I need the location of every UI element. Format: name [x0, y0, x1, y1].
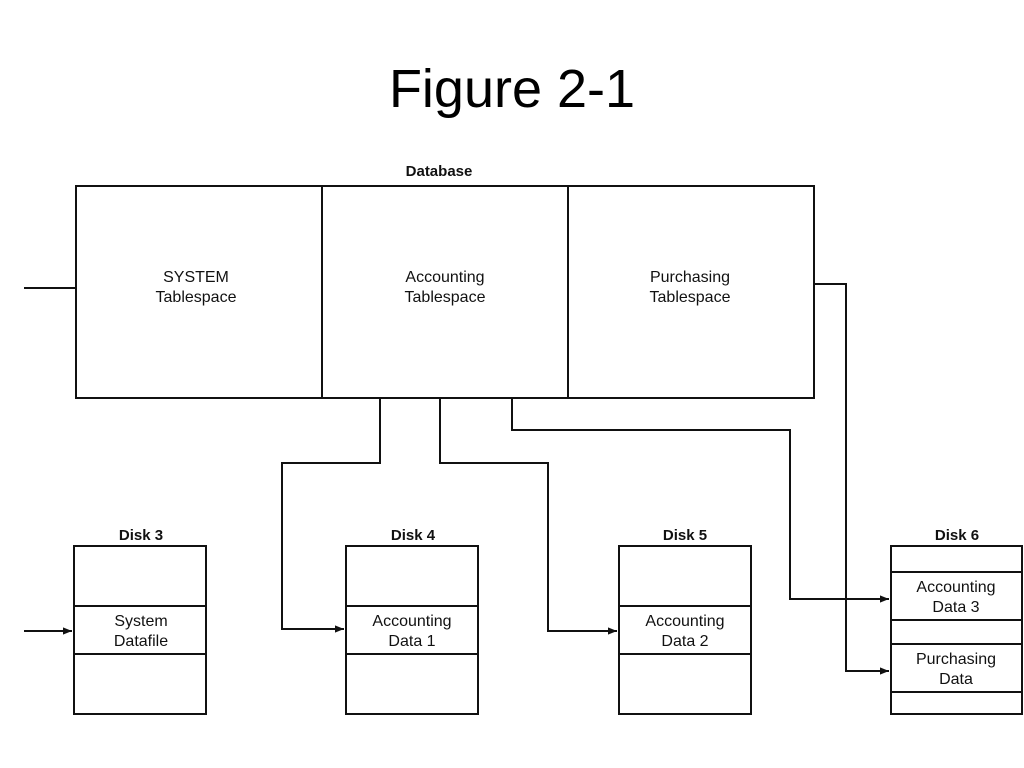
svg-text:System: System	[114, 613, 167, 630]
disk-4-box	[345, 545, 479, 715]
tablespace-purchasing: Purchasing Tablespace	[650, 269, 731, 306]
tablespace-system: SYSTEM Tablespace	[156, 269, 237, 306]
svg-text:Data: Data	[939, 671, 973, 688]
connector-accounting-data-3	[511, 398, 889, 603]
disk-3-label: Disk 3	[119, 527, 163, 544]
connector-accounting-data-1	[281, 398, 381, 633]
svg-text:Tablespace: Tablespace	[405, 289, 486, 306]
disk-6-box	[890, 545, 1023, 715]
disk-5-label: Disk 5	[663, 527, 707, 544]
svg-text:Datafile: Datafile	[114, 633, 168, 650]
svg-text:Accounting: Accounting	[916, 579, 995, 596]
connector-purchasing-data	[814, 283, 889, 675]
datafile-system: System Datafile	[114, 613, 168, 650]
connector-accounting-data-2	[439, 398, 617, 635]
disk-5-box	[618, 545, 752, 715]
datafile-purchasing: Purchasing Data	[916, 651, 996, 688]
datafile-accounting-2: Accounting Data 2	[645, 613, 724, 650]
database-label: Database	[406, 163, 473, 180]
datafile-accounting-1: Accounting Data 1	[372, 613, 451, 650]
svg-text:Accounting: Accounting	[405, 269, 484, 286]
svg-text:Data 3: Data 3	[932, 599, 979, 616]
database-box	[75, 185, 815, 399]
svg-text:SYSTEM: SYSTEM	[163, 269, 229, 286]
datafile-accounting-3: Accounting Data 3	[916, 579, 995, 616]
figure-title: Figure 2-1	[388, 59, 636, 119]
svg-text:Accounting: Accounting	[372, 613, 451, 630]
svg-text:Data 2: Data 2	[661, 633, 708, 650]
svg-text:Tablespace: Tablespace	[650, 289, 731, 306]
svg-text:Purchasing: Purchasing	[650, 269, 730, 286]
tablespace-accounting: Accounting Tablespace	[405, 269, 486, 306]
svg-text:Purchasing: Purchasing	[916, 651, 996, 668]
disk-4-label: Disk 4	[391, 527, 436, 544]
svg-text:Tablespace: Tablespace	[156, 289, 237, 306]
svg-text:Data 1: Data 1	[388, 633, 435, 650]
disk-3-box	[73, 545, 207, 715]
svg-text:Accounting: Accounting	[645, 613, 724, 630]
disk-6-label: Disk 6	[935, 527, 979, 544]
